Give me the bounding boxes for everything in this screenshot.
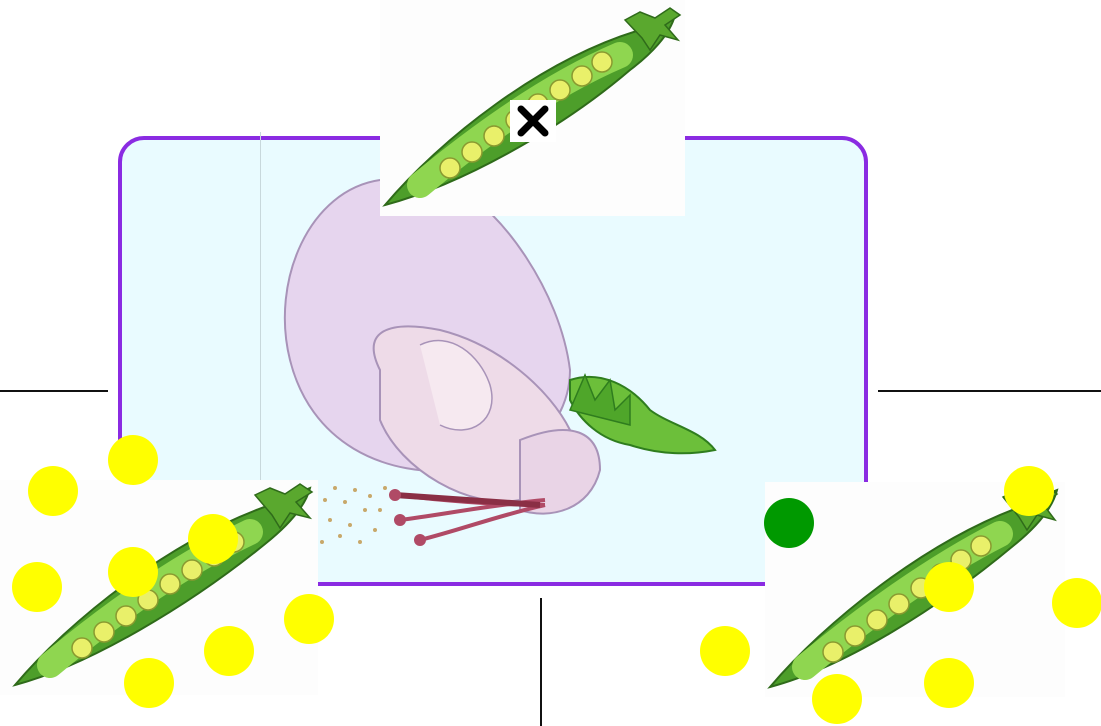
yellow-token[interactable]	[924, 562, 974, 612]
green-token[interactable]	[764, 498, 814, 548]
yellow-token[interactable]	[284, 594, 334, 644]
yellow-token[interactable]	[812, 674, 862, 724]
yellow-token[interactable]	[108, 547, 158, 597]
yellow-token[interactable]	[1004, 466, 1054, 516]
yellow-token[interactable]	[924, 658, 974, 708]
yellow-token[interactable]	[108, 435, 158, 485]
connector-left	[0, 390, 108, 392]
remove-button[interactable]	[510, 100, 556, 142]
yellow-token[interactable]	[1052, 578, 1101, 628]
yellow-token[interactable]	[204, 626, 254, 676]
yellow-token[interactable]	[12, 562, 62, 612]
yellow-token[interactable]	[28, 466, 78, 516]
close-x-icon	[515, 103, 551, 139]
pea-flower-icon	[270, 170, 730, 570]
connector-bottom	[540, 598, 542, 726]
connector-right	[878, 390, 1101, 392]
panel-divider	[260, 132, 261, 492]
yellow-token[interactable]	[124, 658, 174, 708]
yellow-token[interactable]	[188, 514, 238, 564]
yellow-token[interactable]	[700, 626, 750, 676]
